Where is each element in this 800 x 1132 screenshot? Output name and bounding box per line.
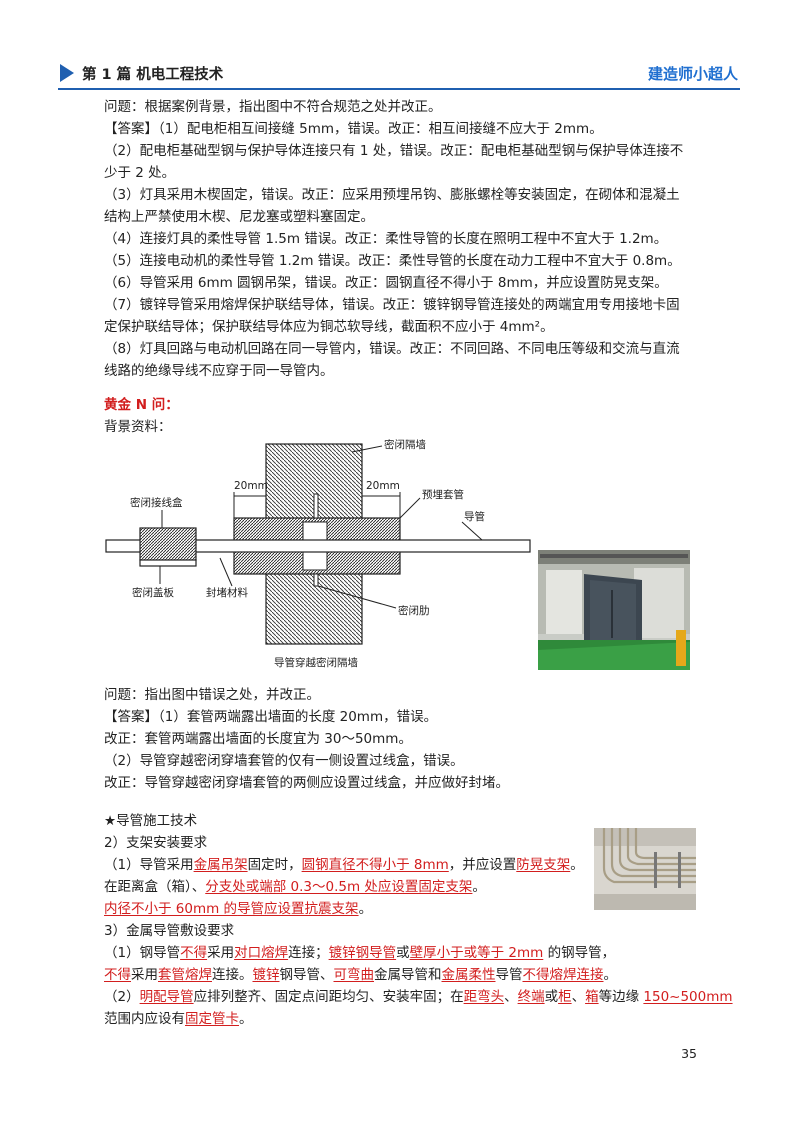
case1-line: （3）灯具采用木楔固定，错误。改正：应采用预埋吊钩、膨胀螺栓等安装固定，在砌体和…: [104, 187, 680, 203]
label-sealing-material: 封堵材料: [206, 586, 248, 599]
tech-line-2: 在距离盒（箱）、分支处或端部 0.3～0.5m 处应设置固定支架。: [104, 879, 486, 895]
tech-line-3: 内径不小于 60mm 的导管应设置抗震支架。: [104, 901, 373, 917]
case1-line: 结构上严禁使用木楔、尼龙塞或塑料塞固定。: [104, 209, 374, 225]
label-embedded-sleeve: 预埋套管: [422, 488, 464, 501]
label-dim-left: 20mm: [234, 480, 268, 492]
sealed-door-photo: [538, 550, 690, 670]
case1-line: 线路的绝缘导线不应穿于同一导管内。: [104, 363, 334, 379]
tech-line-5: 不得采用套管熔焊连接。镀锌钢导管、可弯曲金属导管和金属柔性导管不得熔焊连接。: [104, 967, 617, 983]
background-label: 背景资料：: [104, 419, 172, 435]
golden-title: 黄金 N 问：: [104, 397, 179, 413]
case2-line: （2）导管穿越密闭穿墙套管的仅有一侧设置过线盒，错误。: [104, 753, 464, 769]
case1-line: （8）灯具回路与电动机回路在同一导管内，错误。改正：不同回路、不同电压等级和交流…: [104, 341, 680, 357]
tech-title: ★导管施工技术: [104, 813, 198, 829]
label-junction-box: 密闭接线盒: [130, 496, 183, 509]
tech-line-6: （2）明配导管应排列整齐、固定点间距均匀、安装牢固；在距弯头、终端或柜、箱等边缘…: [104, 989, 733, 1005]
header-divider: [58, 88, 740, 90]
case1-line: 【答案】（1）配电柜相互间接缝 5mm，错误。改正：相互间接缝不应大于 2mm。: [104, 121, 603, 137]
cover-plate-shape: [139, 559, 197, 567]
case1-question: 问题：根据案例背景，指出图中不符合规范之处并改正。: [104, 99, 442, 115]
label-seal-wall: 密闭隔墙: [384, 438, 426, 451]
label-seal-rib: 密闭肋: [398, 604, 430, 617]
case2-line: 改正：导管穿越密闭穿墙套管的两侧应设置过线盒，并应做好封堵。: [104, 775, 509, 791]
chapter-title: 第 1 篇 机电工程技术: [82, 67, 224, 83]
page-header: 第 1 篇 机电工程技术 建造师小超人: [0, 0, 800, 100]
tech-line-1: （1）导管采用金属吊架固定时，圆钢直径不得小于 8mm，并应设置防晃支架。: [104, 857, 584, 873]
play-triangle-icon: [60, 64, 74, 82]
section-3-title: 3）金属导管敷设要求: [104, 923, 235, 939]
case1-line: （6）导管采用 6mm 圆钢吊架，错误。改正：圆钢直径不得小于 8mm，并应设置…: [104, 275, 668, 291]
case2-line: 改正：套管两端露出墙面的长度宜为 30～50mm。: [104, 731, 412, 747]
seal-rib-top: [313, 493, 319, 519]
conduit-wall-diagram: 密闭隔墙 20mm 20mm 预埋套管 导管 密闭接线盒 密闭盖板 封堵材料 密…: [105, 438, 531, 669]
brand-name: 建造师小超人: [647, 65, 738, 83]
case1-line: 少于 2 处。: [104, 165, 176, 181]
case1-line: （4）连接灯具的柔性导管 1.5m 错误。改正：柔性导管的长度在照明工程中不宜大…: [104, 231, 668, 247]
conduit-support-photo: [594, 828, 696, 910]
conduit-pipe: [105, 539, 531, 553]
case2-line: 【答案】（1）套管两端露出墙面的长度 20mm，错误。: [104, 709, 438, 725]
junction-box-shape: [139, 527, 197, 561]
label-conduit: 导管: [464, 510, 485, 523]
tech-line-7: 范围内应设有固定管卡。: [104, 1011, 253, 1027]
case1-line: （5）连接电动机的柔性导管 1.2m 错误。改正：柔性导管的长度在动力工程中不宜…: [104, 253, 681, 269]
label-cover-plate: 密闭盖板: [132, 586, 174, 599]
diagram-caption: 导管穿越密闭隔墙: [274, 656, 358, 669]
case2-line: 问题：指出图中错误之处，并改正。: [104, 687, 320, 703]
section-2-title: 2）支架安装要求: [104, 835, 208, 851]
case1-line: 定保护联结导体；保护联结导体应为铜芯软导线，截面积不应小于 4mm²。: [104, 319, 554, 335]
page-number: 35: [681, 1046, 697, 1061]
seal-rib-bottom: [313, 573, 319, 587]
tech-line-4: （1）钢导管不得采用对口熔焊连接；镀锌钢导管或壁厚小于或等于 2mm 的钢导管，: [104, 945, 616, 961]
label-dim-right: 20mm: [366, 480, 400, 492]
case1-line: （2）配电柜基础型钢与保护导体连接只有 1 处，错误。改正：配电柜基础型钢与保护…: [104, 143, 684, 159]
case1-line: （7）镀锌导管采用熔焊保护联结导体，错误。改正：镀锌钢导管连接处的两端宜用专用接…: [104, 297, 680, 313]
